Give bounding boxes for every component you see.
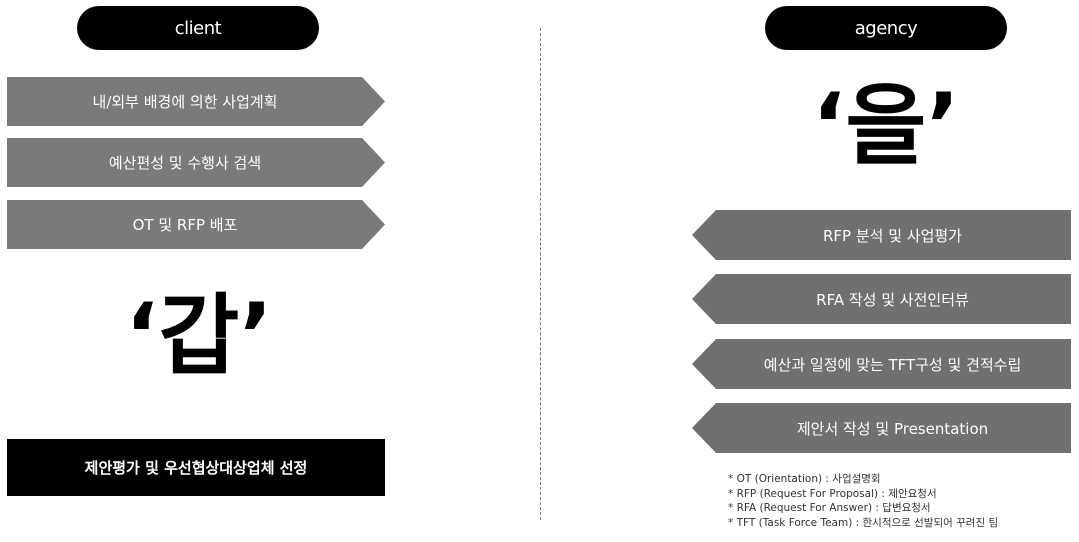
agency-step-2-label: RFA 작성 및 사전인터뷰 <box>816 290 969 309</box>
client-result-box: 제안평가 및 우선협상대상업체 선정 <box>7 439 385 496</box>
agency-step-2: RFA 작성 및 사전인터뷰 <box>692 274 1071 324</box>
agency-step-1-label: RFP 분석 및 사업평가 <box>822 226 962 245</box>
client-pill-label: client <box>174 17 222 39</box>
footnote-ot: * OT (Orientation) : 사업설명회 <box>728 473 881 485</box>
agency-step-1: RFP 분석 및 사업평가 <box>692 210 1071 260</box>
agency-step-4: 제안서 작성 및 Presentation <box>692 403 1071 453</box>
client-step-2-label: 예산편성 및 수행사 검색 <box>108 154 262 172</box>
agency-step-3: 예산과 일정에 맞는 TFT구성 및 견적수립 <box>692 339 1071 389</box>
client-step-2: 예산편성 및 수행사 검색 <box>7 138 385 187</box>
client-step-1: 내/외부 배경에 의한 사업계획 <box>7 77 385 126</box>
client-step-3-label: OT 및 RFP 배포 <box>132 216 238 234</box>
client-step-3: OT 및 RFP 배포 <box>7 200 385 249</box>
client-pill: client <box>77 6 319 50</box>
footnotes: * OT (Orientation) : 사업설명회 * RFP (Reques… <box>728 472 1073 530</box>
gap-character: ‘갑’ <box>125 284 273 387</box>
agency-pill-label: agency <box>854 17 918 39</box>
footnote-rfp: * RFP (Request For Proposal) : 제안요청서 <box>728 487 937 500</box>
client-result-label: 제안평가 및 우선협상대상업체 선정 <box>84 459 308 477</box>
agency-step-4-label: 제안서 작성 및 Presentation <box>796 419 989 438</box>
agency-step-3-label: 예산과 일정에 맞는 TFT구성 및 견적수립 <box>763 355 1022 374</box>
center-divider <box>540 28 541 520</box>
footnote-tft: * TFT (Task Force Team) : 한시적으로 선발되어 꾸려진… <box>728 516 999 529</box>
client-step-1-label: 내/외부 배경에 의한 사업계획 <box>92 93 278 111</box>
agency-pill: agency <box>765 6 1007 50</box>
footnote-rfa: * RFA (Request For Answer) : 답변요청서 <box>728 502 931 514</box>
eul-character: ‘을’ <box>812 74 960 177</box>
